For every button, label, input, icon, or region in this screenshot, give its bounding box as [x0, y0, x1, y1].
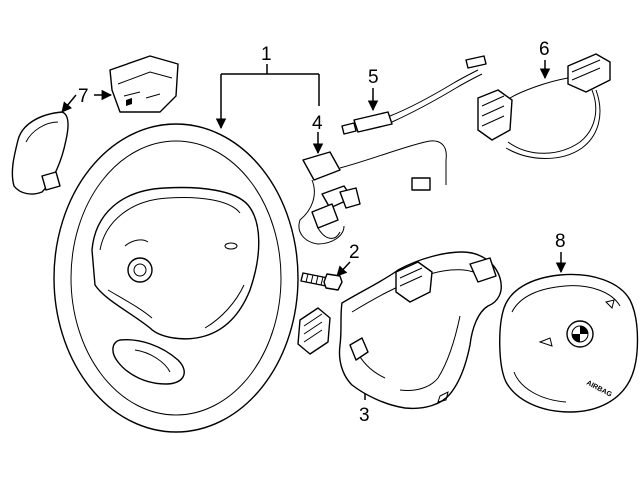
paddle-shifter-right	[109, 55, 179, 113]
wiring-harness	[298, 140, 447, 245]
callout-1: 1	[261, 44, 272, 65]
callout-2: 2	[349, 242, 360, 263]
connector-lead	[341, 55, 487, 135]
callout-3: 3	[359, 405, 370, 426]
callout-5: 5	[368, 67, 379, 88]
callout-6: 6	[539, 39, 550, 60]
callout-7: 7	[78, 86, 89, 107]
trim-cover	[297, 251, 502, 410]
switch-cable-set	[477, 53, 611, 159]
leader-lines	[61, 60, 567, 400]
paddle-shifter-left	[11, 111, 69, 195]
airbag-module: AIRBAG	[499, 273, 639, 413]
callout-4: 4	[312, 113, 323, 134]
callout-8: 8	[555, 231, 566, 252]
bolt	[300, 272, 343, 291]
steering-wheel	[53, 123, 299, 433]
